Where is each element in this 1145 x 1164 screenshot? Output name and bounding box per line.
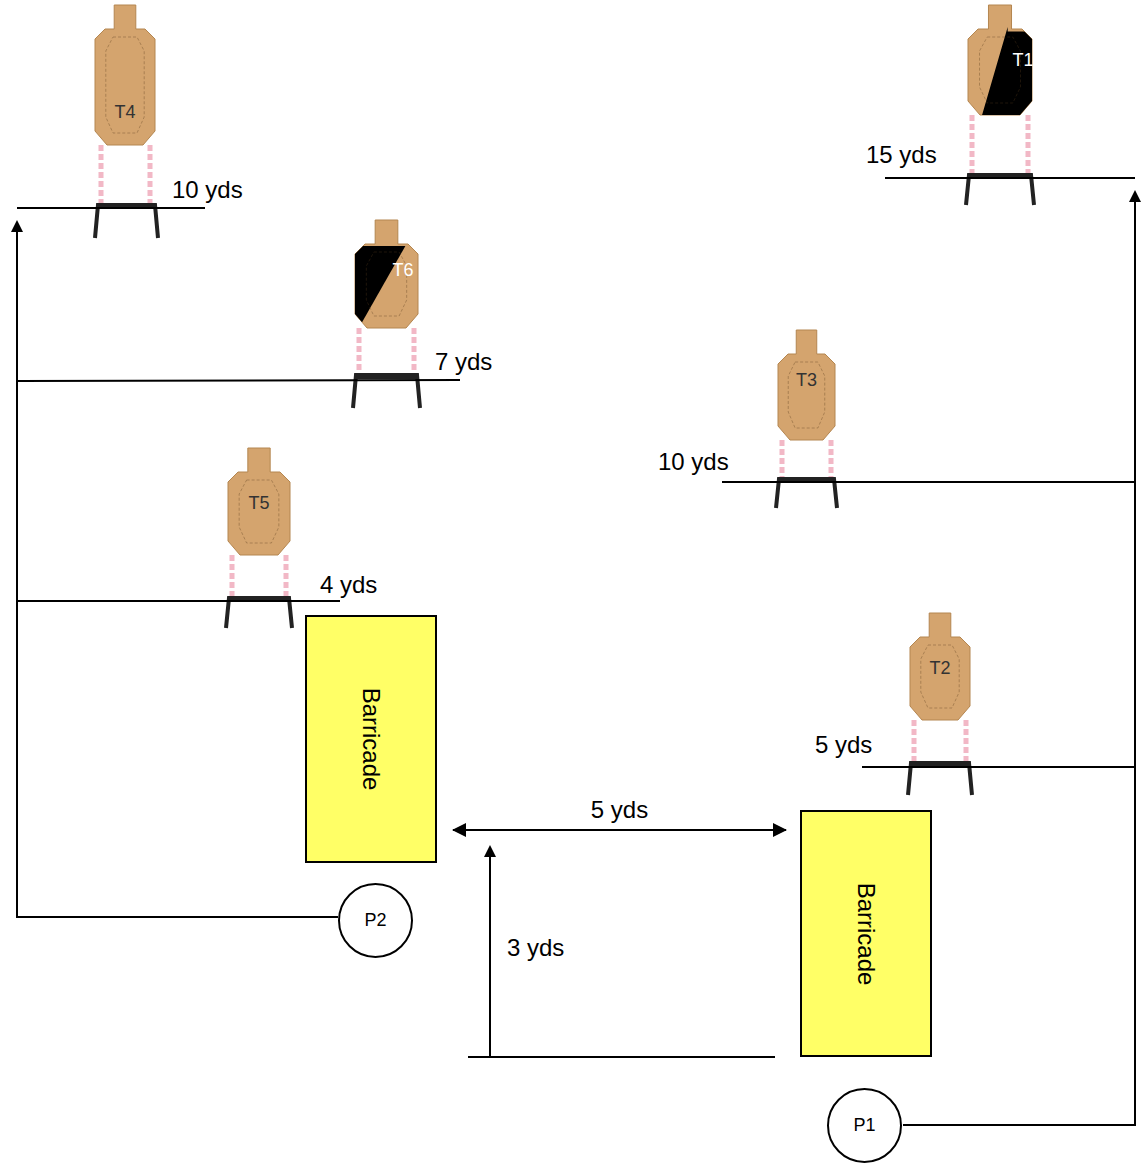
barricade-label: Barricade bbox=[357, 688, 385, 791]
distance-label: 5 yds bbox=[815, 733, 872, 757]
distance-label: 10 yds bbox=[658, 450, 729, 474]
dimension-lines bbox=[17, 178, 1135, 1125]
distance-label: 7 yds bbox=[435, 350, 492, 374]
barricade-box: Barricade bbox=[800, 810, 932, 1057]
position-label: P1 bbox=[853, 1115, 875, 1136]
target-stands bbox=[95, 115, 1034, 795]
target-number: T4 bbox=[114, 102, 135, 123]
position-circle: P1 bbox=[827, 1088, 902, 1163]
position-circle: P2 bbox=[338, 883, 413, 958]
distance-label: 10 yds bbox=[172, 178, 243, 202]
distance-label: 15 yds bbox=[866, 143, 937, 167]
target: T5 bbox=[228, 448, 290, 555]
distance-label: 3 yds bbox=[507, 936, 564, 960]
distance-label: 4 yds bbox=[320, 573, 377, 597]
target: T2 bbox=[910, 613, 970, 720]
target-number: T1 bbox=[1012, 50, 1033, 71]
target-number: T2 bbox=[929, 658, 950, 679]
position-label: P2 bbox=[364, 910, 386, 931]
edge-label: 5 yds bbox=[591, 798, 648, 822]
target-silhouette bbox=[95, 5, 155, 145]
target: T3 bbox=[778, 330, 835, 440]
target: T1 bbox=[968, 5, 1032, 115]
target-number: T6 bbox=[392, 260, 413, 281]
barricade-label: Barricade bbox=[852, 882, 880, 985]
dimension-connector bbox=[453, 829, 786, 831]
target-number: T3 bbox=[796, 370, 817, 391]
target: T6 bbox=[355, 220, 418, 328]
target: T4 bbox=[95, 5, 155, 145]
target-number: T5 bbox=[248, 493, 269, 514]
barricade-box: Barricade bbox=[305, 615, 437, 863]
